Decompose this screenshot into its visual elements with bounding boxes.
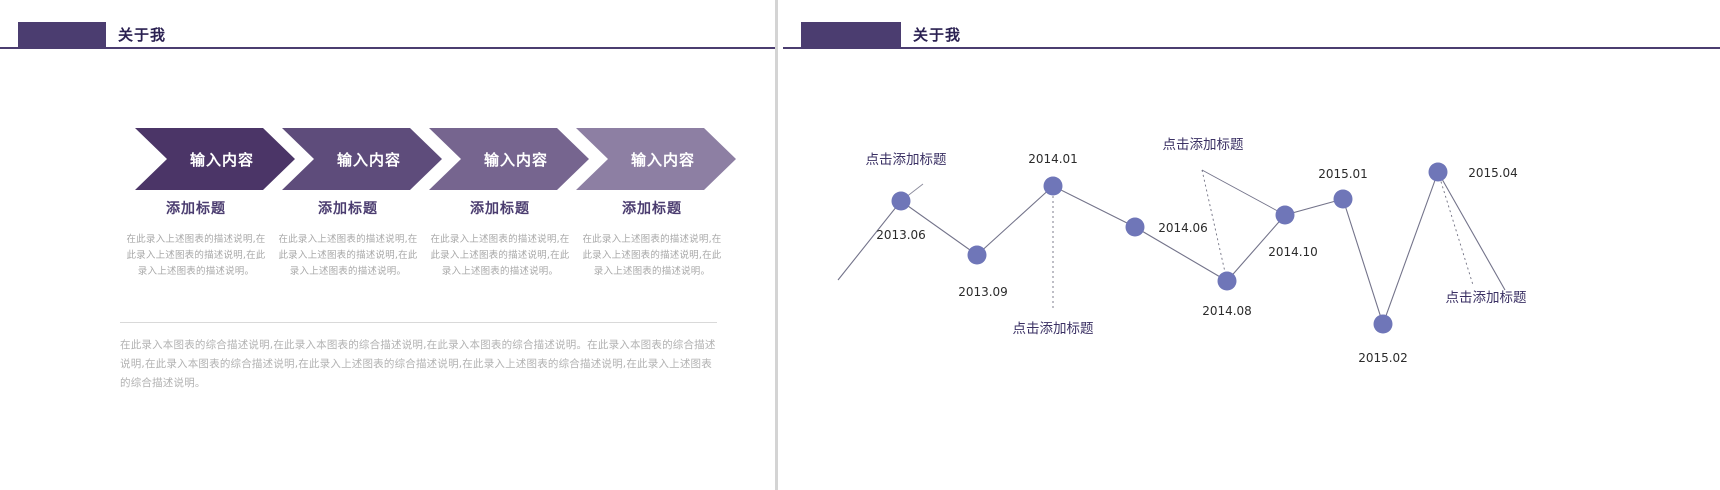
chart-annotation[interactable]: 点击添加标题 xyxy=(1163,137,1244,153)
header-rule xyxy=(783,47,1720,49)
chart-svg: 2013.06 2013.09 2014.01 2014.06 2014.08 … xyxy=(837,137,1527,365)
chevron-label: 输入内容 xyxy=(630,150,695,169)
chart-point-label: 2014.06 xyxy=(1158,221,1208,235)
chevron-step-1[interactable]: 输入内容 xyxy=(135,128,295,190)
chevron-label: 输入内容 xyxy=(483,150,548,169)
process-column-3: 添加标题 在此录入上述图表的描述说明,在此录入上述图表的描述说明,在此录入上述图… xyxy=(424,198,576,280)
process-column-4: 添加标题 在此录入上述图表的描述说明,在此录入上述图表的描述说明,在此录入上述图… xyxy=(576,198,728,280)
column-title: 添加标题 xyxy=(470,201,530,217)
summary-paragraph: 在此录入本图表的综合描述说明,在此录入本图表的综合描述说明,在此录入本图表的综合… xyxy=(120,339,716,389)
chart-annotation[interactable]: 点击添加标题 xyxy=(1446,290,1527,306)
chart-point-label: 2014.10 xyxy=(1268,245,1318,259)
chart-point[interactable] xyxy=(967,245,987,265)
column-body: 在此录入上述图表的描述说明,在此录入上述图表的描述说明,在此录入上述图表的描述说… xyxy=(582,234,722,277)
chart-point-label: 2015.04 xyxy=(1468,166,1518,180)
summary-divider xyxy=(120,322,717,323)
annotation-leader-5 xyxy=(1437,171,1474,286)
chart-annotation[interactable]: 点击添加标题 xyxy=(866,152,947,168)
column-title: 添加标题 xyxy=(622,201,682,217)
page-title: 关于我 xyxy=(118,26,167,44)
column-body: 在此录入上述图表的描述说明,在此录入上述图表的描述说明,在此录入上述图表的描述说… xyxy=(126,234,266,277)
chart-point[interactable] xyxy=(1275,205,1295,225)
chart-point[interactable] xyxy=(1125,217,1145,237)
slide-header-right: 关于我 xyxy=(783,22,1720,49)
slide-gutter xyxy=(775,0,783,490)
chart-point[interactable] xyxy=(1373,314,1393,334)
chart-point-label: 2014.08 xyxy=(1202,304,1252,318)
chevron-step-3[interactable]: 输入内容 xyxy=(429,128,589,190)
header-accent-block xyxy=(18,22,106,48)
process-column-2: 添加标题 在此录入上述图表的描述说明,在此录入上述图表的描述说明,在此录入上述图… xyxy=(272,198,424,280)
chevron-label: 输入内容 xyxy=(189,150,254,169)
process-columns: 添加标题 在此录入上述图表的描述说明,在此录入上述图表的描述说明,在此录入上述图… xyxy=(120,198,730,280)
chevron-label: 输入内容 xyxy=(336,150,401,169)
chart-point[interactable] xyxy=(1043,176,1063,196)
slide-header-left: 关于我 xyxy=(0,22,775,49)
line-chart: 2013.06 2013.09 2014.01 2014.06 2014.08 … xyxy=(783,0,1720,490)
column-body: 在此录入上述图表的描述说明,在此录入上述图表的描述说明,在此录入上述图表的描述说… xyxy=(278,234,418,277)
chart-line xyxy=(837,170,1506,326)
chart-point-label: 2015.02 xyxy=(1358,351,1408,365)
header-rule xyxy=(0,47,775,49)
process-chevron-row: 输入内容 输入内容 输入内容 输入内容 xyxy=(135,128,736,190)
column-body: 在此录入上述图表的描述说明,在此录入上述图表的描述说明,在此录入上述图表的描述说… xyxy=(430,234,570,277)
chart-point-label: 2013.06 xyxy=(876,228,926,242)
chart-point[interactable] xyxy=(1217,271,1237,291)
chart-point[interactable] xyxy=(1428,162,1448,182)
annotation-leader-3 xyxy=(1201,169,1228,282)
column-title: 添加标题 xyxy=(318,201,378,217)
chevron-step-2[interactable]: 输入内容 xyxy=(282,128,442,190)
slide-process: 关于我 输入内容 输入内容 输入内容 输入内容 添加标题 在此录入上述图表的描述… xyxy=(0,0,775,490)
slide-timeline-chart: 关于我 xyxy=(783,0,1720,490)
chart-point-label: 2014.01 xyxy=(1028,152,1078,166)
chart-point-label: 2015.01 xyxy=(1318,167,1368,181)
page-title: 关于我 xyxy=(913,26,962,44)
chart-point[interactable] xyxy=(891,191,911,211)
chart-point-label: 2013.09 xyxy=(958,285,1008,299)
annotation-leader-4 xyxy=(1201,169,1286,216)
column-title: 添加标题 xyxy=(166,201,226,217)
chevron-step-4[interactable]: 输入内容 xyxy=(576,128,736,190)
chart-annotation[interactable]: 点击添加标题 xyxy=(1013,321,1094,337)
header-accent-block xyxy=(801,22,901,48)
process-column-1: 添加标题 在此录入上述图表的描述说明,在此录入上述图表的描述说明,在此录入上述图… xyxy=(120,198,272,280)
chart-point[interactable] xyxy=(1333,189,1353,209)
